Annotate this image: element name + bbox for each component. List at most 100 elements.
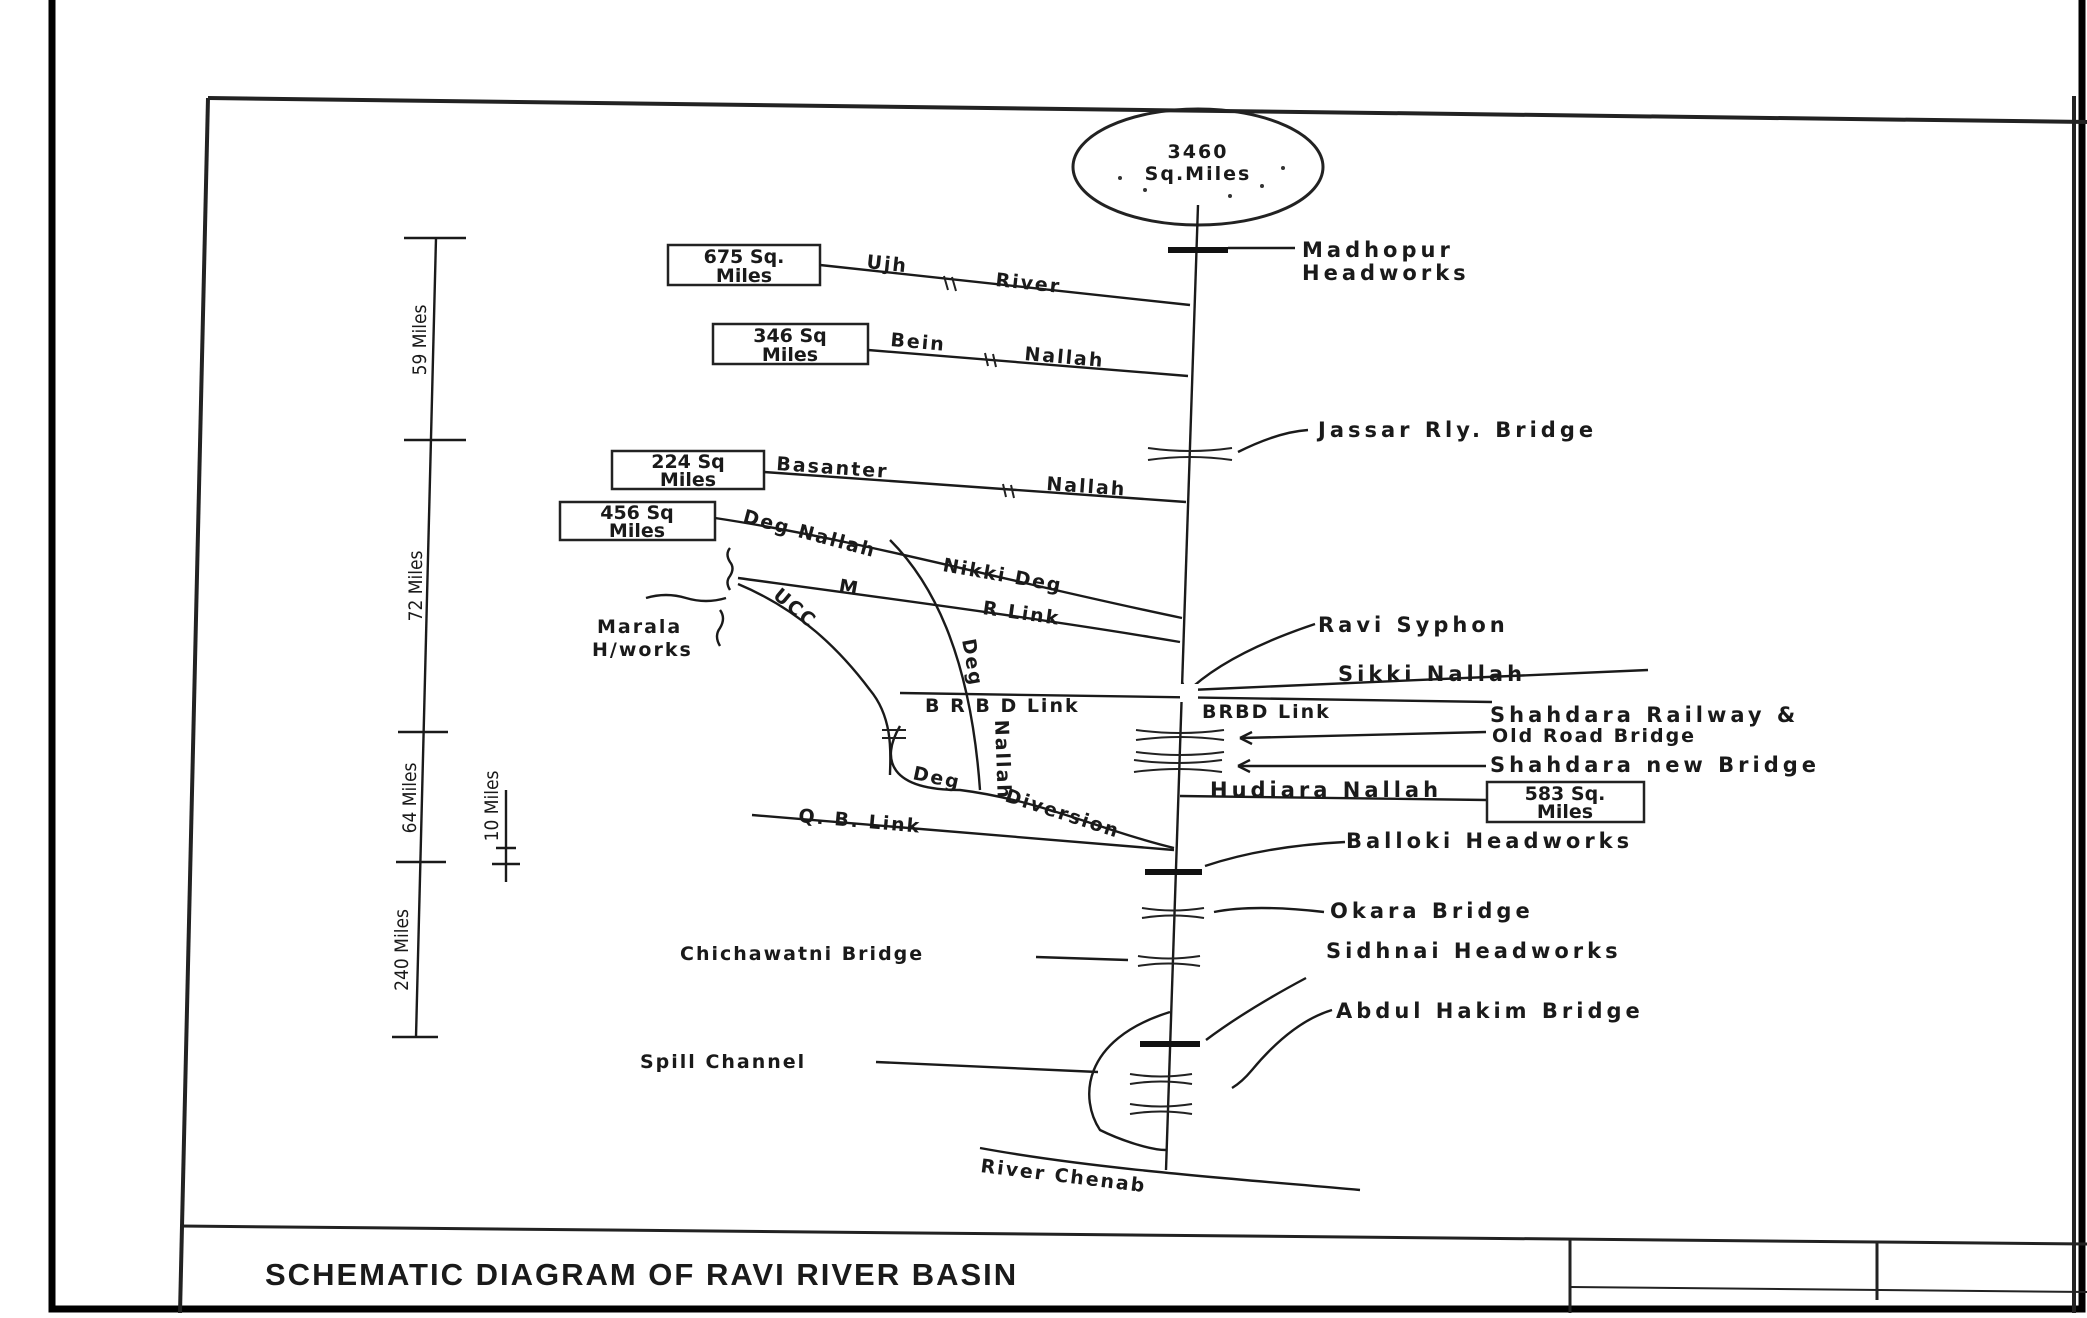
sikki-nallah-line: [1189, 668, 1649, 692]
marala-label: Marala: [597, 616, 682, 638]
catchment-stipple: [1143, 188, 1147, 192]
deg-area-text: 456 Sq: [600, 502, 674, 524]
bein-nallah-label-2: Nallah: [1024, 343, 1106, 372]
ujh-river-line: [819, 263, 1191, 307]
hudiara-area-box: [1485, 780, 1646, 824]
mr-link-m-label: M: [837, 575, 861, 600]
title-block-top: [179, 1224, 2087, 1246]
nikki-deg-line: [714, 516, 1183, 620]
page-border: [48, 0, 2086, 1313]
deg-nallah-branch: [889, 539, 982, 791]
basanter-area-box: [610, 449, 766, 491]
basanter-nallah-label: Basanter: [776, 453, 890, 483]
scale-seg4-label: 240 Miles: [391, 909, 413, 991]
balloki-label: Balloki Headworks: [1346, 829, 1633, 853]
okara-pointer: [1213, 906, 1325, 914]
hudiara-area-unit: Miles: [1537, 801, 1593, 823]
chichawatni-pointer: [1035, 955, 1129, 962]
shahdara-railway-bridge-mark: [1135, 729, 1225, 756]
bein-crossing-mark: [984, 352, 997, 368]
hudiara-area-text: 583 Sq.: [1525, 783, 1606, 805]
ujh-river-label-2: River: [994, 269, 1062, 298]
basanter-crossing-mark: [1002, 483, 1015, 499]
scale-bar-line: [414, 237, 438, 1038]
ujh-river-label: Ujh: [865, 251, 909, 277]
okara-label: Okara Bridge: [1330, 899, 1534, 923]
chichawatni-bridge-mark: [1137, 955, 1201, 967]
catchment-stipple: [1118, 176, 1122, 180]
ravi-syphon-pointer: [1184, 622, 1316, 695]
diagram-title: SCHEMATIC DIAGRAM OF RAVI RIVER BASIN: [265, 1257, 1018, 1292]
shahdara-new-bridge-mark: [1133, 759, 1223, 773]
spill-channel-label: Spill Channel: [640, 1051, 806, 1073]
deg-area-unit: Miles: [609, 520, 665, 542]
catchment-unit-label: Sq.Miles: [1145, 163, 1252, 185]
shahdara-new-arrowhead: [1237, 758, 1251, 774]
ravi-syphon-label: Ravi Syphon: [1318, 613, 1509, 637]
shahdara-railway-label: Shahdara Railway &: [1490, 703, 1799, 727]
abdul-hakim-bridge-mark: [1129, 1073, 1193, 1115]
marala-label-2: H/works: [592, 639, 693, 661]
river-chenab-line: [979, 1146, 1361, 1192]
shahdara-old-road-label: Old Road Bridge: [1492, 725, 1696, 747]
marala-bracket: [726, 547, 734, 591]
basanter-nallah-label-2: Nallah: [1046, 473, 1127, 501]
deg-diversion-label: Deg: [911, 762, 963, 794]
catchment-stipple: [1228, 194, 1232, 198]
deg-vertical-label: Deg: [957, 637, 987, 688]
qb-link-label: Q. B. Link: [798, 805, 923, 838]
bein-nallah-line: [867, 348, 1189, 378]
mr-link-line: [737, 576, 1181, 644]
okara-bridge-mark: [1141, 907, 1205, 919]
hudiara-nallah-line: [1179, 794, 1488, 802]
sidhnai-pointer: [1205, 976, 1307, 1041]
title-block-rule: [1569, 1286, 2087, 1293]
deg-diversion-label-2: Diversion: [1002, 785, 1122, 843]
nikki-deg-label: Nikki Deg: [941, 554, 1064, 597]
ref-scale-label: 10 Miles: [481, 770, 503, 841]
sheet-top-border: [207, 96, 2087, 124]
brbd-right-label: BRBD Link: [1202, 701, 1331, 723]
marala-weir: [645, 593, 727, 603]
basanter-nallah-line: [763, 470, 1187, 504]
bein-nallah-label: Bein: [890, 329, 947, 356]
deg-diversion-channel: [889, 725, 1175, 850]
spill-channel: [1088, 1010, 1171, 1152]
jassar-label: Jassar Rly. Bridge: [1316, 418, 1597, 442]
chichawatni-label: Chichawatni Bridge: [680, 943, 924, 965]
madhopur-label: Madhopur: [1302, 238, 1454, 262]
deg-area-box: [558, 500, 717, 542]
basanter-area-text: 224 Sq: [651, 451, 725, 473]
catchment-stipple: [1260, 184, 1264, 188]
abdul-hakim-label: Abdul Hakim Bridge: [1336, 999, 1644, 1023]
scale-seg2-label: 72 Miles: [405, 550, 427, 621]
sheet-left-border: [178, 97, 210, 1314]
jassar-pointer: [1237, 428, 1309, 454]
ucc-label: UCC: [769, 584, 821, 633]
catchment-stipple: [1281, 166, 1285, 170]
ujh-area-unit: Miles: [716, 265, 772, 287]
madhopur-label-2: Headworks: [1302, 261, 1470, 285]
ujh-crossing-mark: [943, 275, 957, 292]
brbd-left-label: B R B D Link: [925, 695, 1080, 717]
bein-area-unit: Miles: [762, 344, 818, 366]
shahdara-railway-pointer: [1239, 730, 1487, 740]
qb-link-line: [751, 813, 1175, 852]
mr-link-label: R Link: [981, 597, 1061, 630]
abdul-hakim-pointer: [1231, 1008, 1333, 1090]
shahdara-new-label: Shahdara new Bridge: [1490, 753, 1820, 777]
marala-bracket-2: [715, 609, 725, 647]
hudiara-nallah-label: Hudiara Nallah: [1210, 778, 1442, 802]
brbd-river-gap: [1180, 684, 1198, 702]
ucc-crossing-mark: [882, 729, 906, 739]
ujh-area-text: 675 Sq.: [704, 246, 785, 268]
spill-channel-pointer: [875, 1060, 1099, 1074]
jassar-bridge-mark: [1147, 447, 1233, 461]
scale-seg1-label: 59 Miles: [409, 304, 431, 375]
basanter-area-unit: Miles: [660, 469, 716, 491]
bein-area-text: 346 Sq: [753, 325, 827, 347]
sikki-nallah-label: Sikki Nallah: [1338, 662, 1526, 686]
nallah-vertical-label: Nallah: [990, 719, 1015, 800]
